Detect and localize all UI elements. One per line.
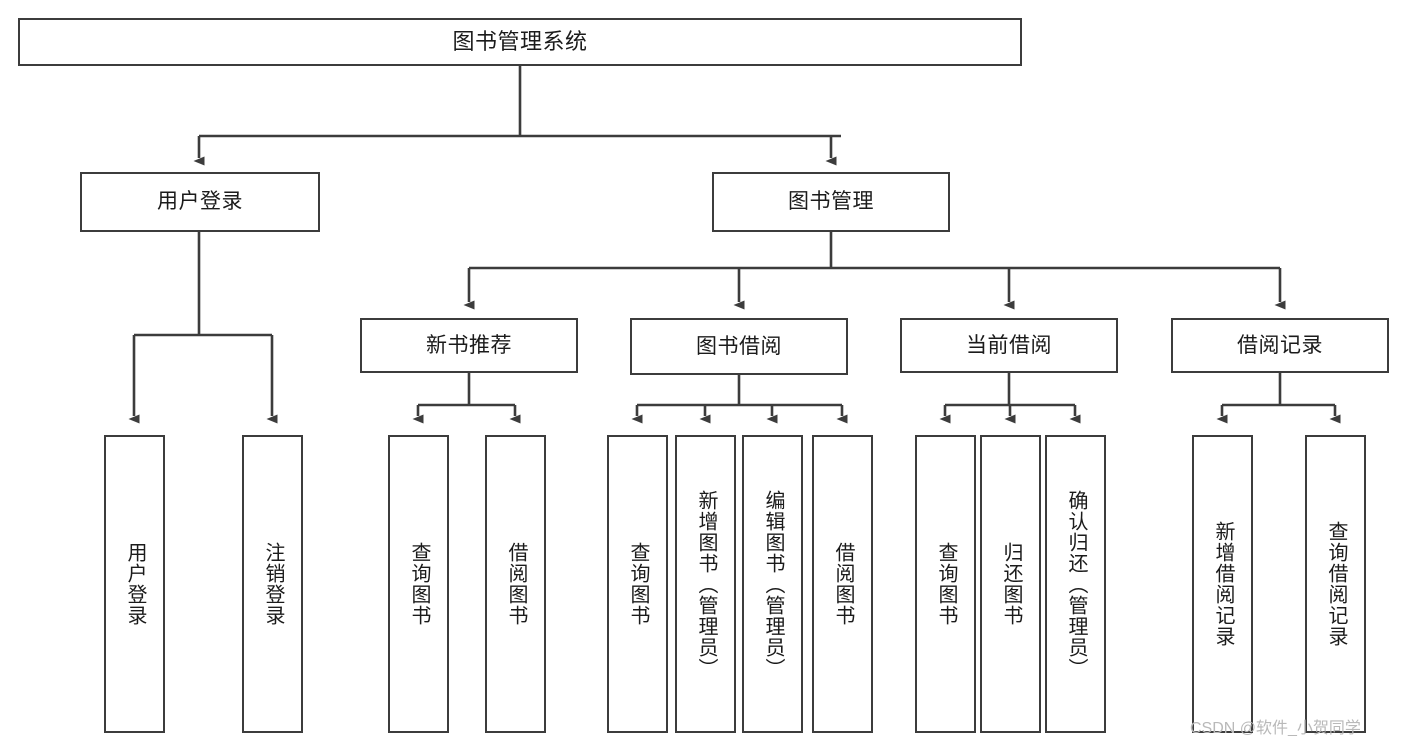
node-current-borrow-label: 当前借阅 bbox=[966, 333, 1052, 357]
node-leaf-edit-book[interactable]: 编辑图书（管理员） bbox=[742, 435, 803, 733]
node-borrow-record-label: 借阅记录 bbox=[1237, 333, 1323, 357]
node-leaf-query-book-2[interactable]: 查询图书 bbox=[607, 435, 668, 733]
node-leaf-edit-book-label: 编辑图书（管理员） bbox=[762, 489, 784, 679]
node-user-login[interactable]: 用户登录 bbox=[80, 172, 320, 232]
node-leaf-return-book[interactable]: 归还图书 bbox=[980, 435, 1041, 733]
watermark: CSDN @软件_小贺同学 bbox=[1190, 720, 1361, 737]
node-root-label: 图书管理系统 bbox=[452, 28, 588, 54]
node-leaf-query-book-2-label: 查询图书 bbox=[627, 542, 649, 626]
node-book-borrow-label: 图书借阅 bbox=[696, 334, 782, 358]
node-book-manage-label: 图书管理 bbox=[788, 190, 874, 214]
node-leaf-query-record-label: 查询借阅记录 bbox=[1325, 521, 1347, 647]
node-leaf-borrow-book-1-label: 借阅图书 bbox=[505, 542, 527, 626]
node-leaf-confirm-return[interactable]: 确认归还（管理员） bbox=[1045, 435, 1106, 733]
node-leaf-borrow-book-2-label: 借阅图书 bbox=[832, 542, 854, 626]
node-new-book-recommend[interactable]: 新书推荐 bbox=[360, 318, 578, 373]
node-leaf-add-book[interactable]: 新增图书（管理员） bbox=[675, 435, 736, 733]
node-leaf-query-book-1[interactable]: 查询图书 bbox=[388, 435, 449, 733]
node-leaf-add-book-label: 新增图书（管理员） bbox=[695, 489, 717, 679]
node-leaf-query-book-1-label: 查询图书 bbox=[408, 542, 430, 626]
node-leaf-query-book-3-label: 查询图书 bbox=[935, 542, 957, 626]
node-leaf-return-book-label: 归还图书 bbox=[1000, 542, 1022, 626]
node-leaf-borrow-book-1[interactable]: 借阅图书 bbox=[485, 435, 546, 733]
node-leaf-add-record[interactable]: 新增借阅记录 bbox=[1192, 435, 1253, 733]
node-leaf-user-login[interactable]: 用户登录 bbox=[104, 435, 165, 733]
node-book-manage[interactable]: 图书管理 bbox=[712, 172, 950, 232]
node-leaf-confirm-return-label: 确认归还（管理员） bbox=[1065, 489, 1087, 679]
node-current-borrow[interactable]: 当前借阅 bbox=[900, 318, 1118, 373]
node-root[interactable]: 图书管理系统 bbox=[18, 18, 1022, 66]
node-leaf-query-book-3[interactable]: 查询图书 bbox=[915, 435, 976, 733]
node-leaf-user-login-label: 用户登录 bbox=[124, 542, 146, 626]
node-borrow-record[interactable]: 借阅记录 bbox=[1171, 318, 1389, 373]
node-user-login-label: 用户登录 bbox=[157, 190, 243, 214]
node-leaf-logout-login[interactable]: 注销登录 bbox=[242, 435, 303, 733]
node-book-borrow[interactable]: 图书借阅 bbox=[630, 318, 848, 375]
node-new-book-recommend-label: 新书推荐 bbox=[426, 333, 512, 357]
node-leaf-query-record[interactable]: 查询借阅记录 bbox=[1305, 435, 1366, 733]
node-leaf-borrow-book-2[interactable]: 借阅图书 bbox=[812, 435, 873, 733]
node-leaf-logout-login-label: 注销登录 bbox=[262, 542, 284, 626]
node-leaf-add-record-label: 新增借阅记录 bbox=[1212, 521, 1234, 647]
